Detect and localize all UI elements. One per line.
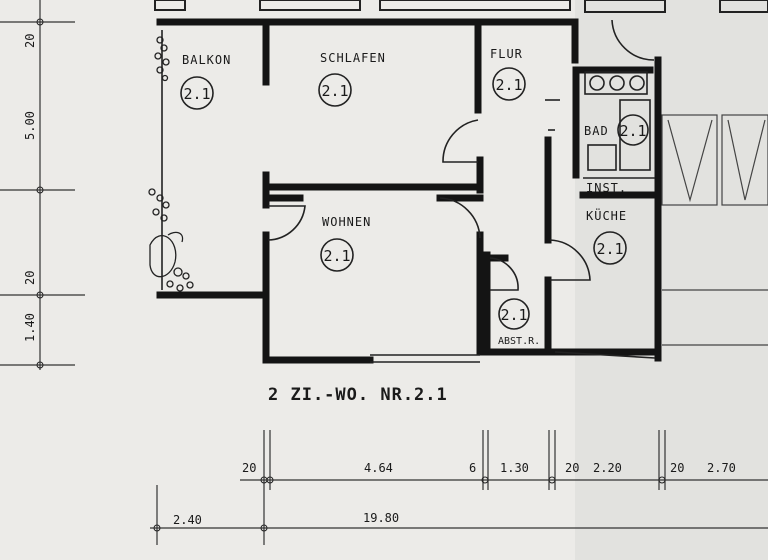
room-number-bad: 2.1 [619,122,646,140]
interior-walls [262,18,659,354]
room-name-bad: BAD [584,124,609,138]
room-abstr: 2.1 ABST.R. [498,298,540,347]
room-number-wohnen: 2.1 [323,247,350,265]
room-inst: INST. [586,181,627,195]
left-dim-1: 20 [23,34,37,48]
left-dimension-line: 20 5.00 20 1.40 [0,0,85,370]
bottom-dim-3: 6 [469,461,476,475]
bath-fixtures [583,71,655,179]
room-balkon: BALKON 2.1 [180,53,231,110]
room-wohnen: WOHNEN 2.1 [320,215,371,272]
neighbour-stairs [661,114,768,346]
left-dim-3: 20 [23,271,37,285]
room-name-schlafen: SCHLAFEN [320,51,386,65]
bottom-dimension-lines: 20 4.64 6 1.30 20 2.20 20 2.70 2.40 19.8… [150,430,768,545]
left-dim-2: 5.00 [23,111,37,140]
bottom-dim-5: 20 [565,461,579,475]
room-number-kueche: 2.1 [596,240,623,258]
bottom-dim-2: 4.64 [364,461,393,475]
door-swings [267,19,655,291]
room-name-wohnen: WOHNEN [322,215,371,229]
bottom-dim-10: 19.80 [363,511,399,525]
room-flur: FLUR 2.1 [490,47,526,101]
room-name-flur: FLUR [490,47,523,61]
room-bad: BAD 2.1 [584,114,649,146]
room-name-inst: INST. [586,181,627,195]
left-dim-4: 1.40 [23,313,37,342]
bottom-dim-7: 20 [670,461,684,475]
top-neighbour-walls [154,0,768,13]
bottom-dim-1: 20 [242,461,256,475]
room-kueche: KÜCHE 2.1 [586,207,627,265]
bottom-dim-4: 1.30 [500,461,529,475]
room-number-schlafen: 2.1 [321,82,348,100]
room-number-abstr: 2.1 [500,306,527,324]
room-number-flur: 2.1 [495,76,522,94]
bottom-dim-8: 2.70 [707,461,736,475]
room-schlafen: SCHLAFEN 2.1 [318,51,386,107]
room-name-balkon: BALKON [182,53,231,67]
unit-title: 2 ZI.-WO. NR.2.1 [268,385,448,405]
balcony-plants [148,36,194,292]
room-number-balkon: 2.1 [183,85,210,103]
room-name-kueche: KÜCHE [586,207,627,223]
bottom-dim-9: 2.40 [173,513,202,527]
room-name-abstr: ABST.R. [498,336,540,347]
bottom-dim-6: 2.20 [593,461,622,475]
window-lines [161,30,656,363]
